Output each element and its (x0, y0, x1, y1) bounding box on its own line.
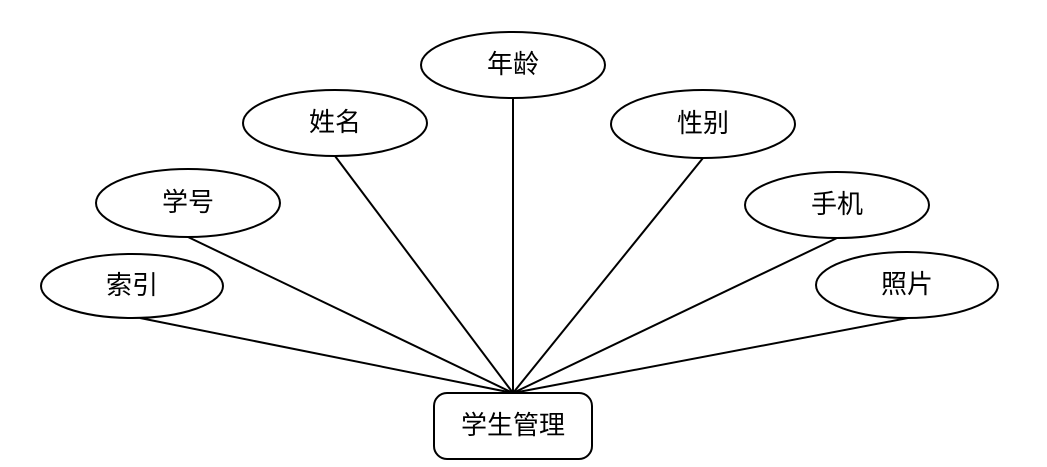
attribute-gender-label: 性别 (677, 109, 729, 139)
connector-name (334, 155, 514, 394)
entity-label: 学生管理 (461, 411, 565, 441)
attribute-name-label: 姓名 (309, 108, 361, 138)
attribute-student-no: 学号 (95, 168, 281, 238)
entity-student-management: 学生管理 (433, 392, 593, 460)
attribute-index: 索引 (40, 253, 224, 319)
attribute-age: 年龄 (420, 31, 606, 99)
connector-student-no (187, 236, 514, 394)
attribute-student-no-label: 学号 (162, 188, 214, 218)
attribute-phone: 手机 (744, 171, 930, 239)
connector-index (139, 317, 514, 394)
connector-photo (512, 317, 909, 394)
attribute-name: 姓名 (242, 89, 428, 157)
connector-phone (512, 237, 838, 394)
attribute-gender: 性别 (610, 89, 796, 159)
attribute-photo: 照片 (815, 251, 999, 319)
attribute-photo-label: 照片 (881, 270, 933, 300)
connectors (139, 98, 909, 394)
attribute-phone-label: 手机 (811, 190, 863, 220)
connector-gender (512, 157, 704, 394)
attribute-age-label: 年龄 (487, 50, 539, 80)
attribute-index-label: 索引 (106, 271, 158, 301)
